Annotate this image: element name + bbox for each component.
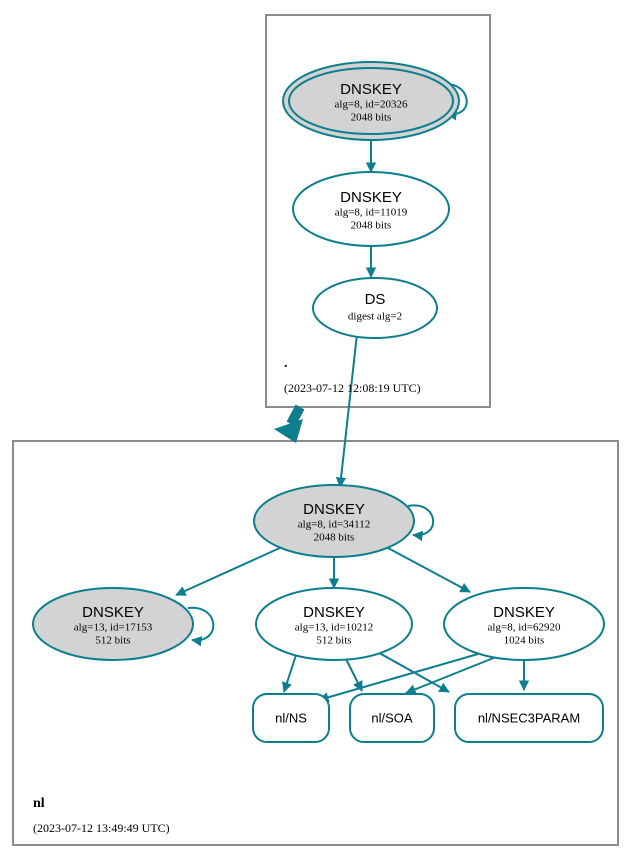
edge-key10212-to-nl-soa bbox=[344, 656, 363, 692]
edge-nl-ksk-to-key62920 bbox=[387, 547, 471, 593]
rrset-nl-ns-label: nl/NS bbox=[275, 710, 307, 725]
zone-label-nl: nl bbox=[33, 796, 45, 811]
rrset-nl-soa[interactable]: nl/SOA bbox=[349, 693, 435, 743]
rrset-nl-soa-label: nl/SOA bbox=[371, 710, 413, 725]
node-nl-ksk-bits: 2048 bits bbox=[314, 532, 355, 544]
node-nl-key-10212[interactable]: DNSKEY alg=13, id=10212 512 bits bbox=[255, 587, 413, 661]
edge-nl-ksk-to-key17153 bbox=[175, 546, 283, 596]
node-root-zsk-title: DNSKEY bbox=[340, 189, 402, 206]
edge-delegation-root-to-nl bbox=[286, 404, 305, 427]
node-root-ds-title: DS bbox=[365, 291, 386, 308]
node-nl-key-10212-alg: alg=13, id=10212 bbox=[295, 622, 373, 634]
node-nl-key-17153-alg: alg=13, id=17153 bbox=[74, 622, 153, 634]
node-nl-key-10212-title: DNSKEY bbox=[303, 604, 365, 621]
edge-delegation-arrowhead bbox=[274, 419, 303, 443]
node-root-ds[interactable]: DS digest alg=2 bbox=[312, 277, 438, 339]
node-root-zsk-alg: alg=8, id=11019 bbox=[335, 207, 408, 219]
node-nl-ksk[interactable]: DNSKEY alg=8, id=34112 2048 bits bbox=[253, 484, 415, 558]
node-nl-key-62920[interactable]: DNSKEY alg=8, id=62920 1024 bits bbox=[443, 587, 605, 661]
zone-timestamp-root: (2023-07-12 12:08:19 UTC) bbox=[284, 381, 421, 395]
node-root-ds-digest: digest alg=2 bbox=[348, 311, 402, 323]
node-nl-key-17153[interactable]: DNSKEY alg=13, id=17153 512 bits bbox=[32, 587, 194, 661]
rrset-nl-nsec3param-label: nl/NSEC3PARAM bbox=[478, 710, 580, 725]
node-nl-key-62920-bits: 1024 bits bbox=[504, 635, 545, 647]
node-root-ksk-alg: alg=8, id=20326 bbox=[335, 99, 408, 111]
node-nl-ksk-alg: alg=8, id=34112 bbox=[298, 519, 371, 531]
node-root-ksk[interactable]: DNSKEY alg=8, id=20326 2048 bits bbox=[282, 61, 460, 141]
node-nl-ksk-title: DNSKEY bbox=[303, 501, 365, 518]
edge-nl-ksk-self-sign bbox=[407, 504, 434, 542]
rrset-nl-nsec3param[interactable]: nl/NSEC3PARAM bbox=[454, 693, 604, 743]
edge-key17153-self-sign bbox=[187, 606, 215, 647]
zone-label-root: . bbox=[284, 356, 288, 371]
node-root-zsk-bits: 2048 bits bbox=[351, 220, 392, 232]
node-root-zsk[interactable]: DNSKEY alg=8, id=11019 2048 bits bbox=[292, 171, 450, 247]
node-nl-key-10212-bits: 512 bits bbox=[316, 635, 351, 647]
edge-ds-to-nl-ksk bbox=[335, 333, 358, 488]
node-nl-key-62920-title: DNSKEY bbox=[493, 604, 555, 621]
node-nl-key-17153-title: DNSKEY bbox=[82, 604, 144, 621]
edge-key62920-to-nl-ns bbox=[318, 653, 479, 703]
edge-key10212-to-nl-nsec3param bbox=[373, 649, 450, 693]
rrset-nl-ns[interactable]: nl/NS bbox=[252, 693, 330, 743]
edge-key62920-to-nl-soa bbox=[405, 656, 497, 695]
node-root-ksk-title: DNSKEY bbox=[340, 81, 402, 98]
node-root-ksk-bits: 2048 bits bbox=[351, 112, 392, 124]
node-nl-key-62920-alg: alg=8, id=62920 bbox=[488, 622, 561, 634]
zone-timestamp-nl: (2023-07-12 13:49:49 UTC) bbox=[33, 821, 170, 835]
node-nl-key-17153-bits: 512 bits bbox=[95, 635, 130, 647]
edge-key10212-to-nl-ns bbox=[282, 654, 297, 693]
